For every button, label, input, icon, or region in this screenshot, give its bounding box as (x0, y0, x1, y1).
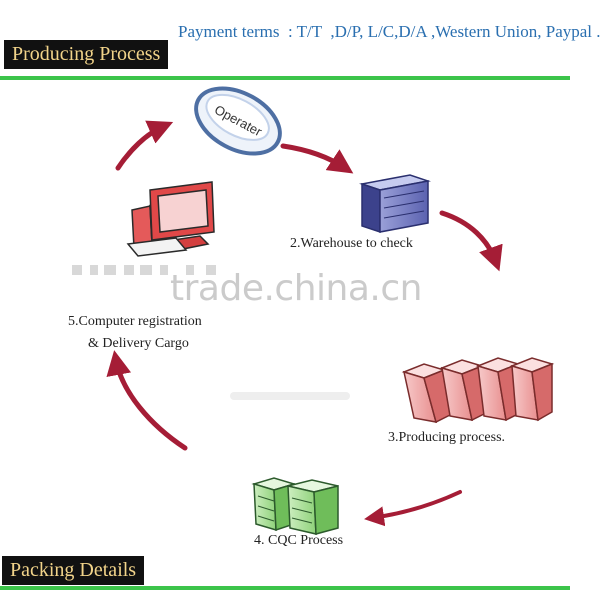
operator-oval (194, 86, 282, 156)
footer-divider (0, 586, 570, 590)
step-3-label: 3.Producing process. (388, 430, 506, 445)
warehouse-cabinet-icon (359, 174, 431, 234)
watermark: trade.china.cn (170, 268, 422, 309)
cqc-cabinets-icon (251, 477, 339, 535)
arrow-computer-to-operator (115, 120, 174, 171)
payment-terms: Payment terms : T/T ,D/P, L/C,D/A ,Weste… (178, 22, 600, 41)
step-5-label-line1: 5.Computer registration (68, 314, 202, 329)
faint-smudge (230, 392, 350, 400)
production-cabinets-icon (401, 357, 555, 424)
step-4-label: 4. CQC Process (254, 533, 344, 548)
computer-icon (126, 181, 215, 257)
arrow-operator-to-warehouse (280, 143, 354, 174)
arrow-warehouse-to-producing (439, 210, 503, 272)
arrow-producing-to-cqc (364, 490, 462, 527)
arrow-cqc-to-computer (106, 350, 188, 451)
faint-text-placeholder (72, 265, 216, 275)
step-5-label-line2: & Delivery Cargo (88, 336, 189, 351)
header-divider (0, 76, 570, 80)
packing-details-heading: Packing Details (2, 556, 145, 585)
producing-process-heading: Producing Process (4, 40, 169, 69)
step-2-label: 2.Warehouse to check (290, 236, 413, 251)
